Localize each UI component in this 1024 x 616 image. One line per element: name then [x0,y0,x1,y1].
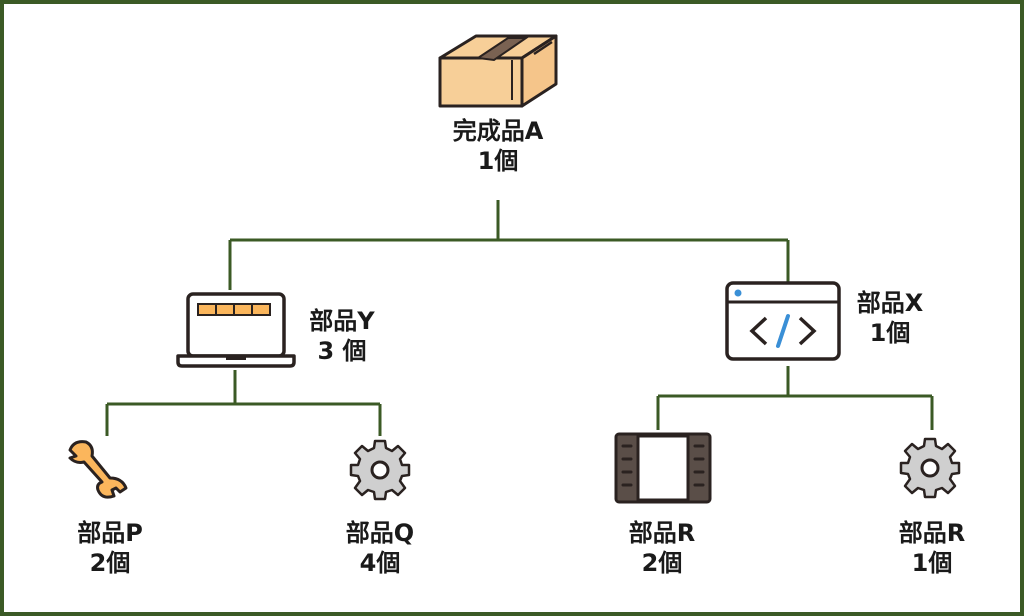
node-q-name: 部品Q [345,519,415,547]
node-r1-label: 部品R 2個 [612,518,712,578]
code-window-icon [725,281,841,361]
gear-icon [349,439,411,501]
cardboard-box-icon [438,34,558,108]
node-y-name: 部品Y [309,307,375,335]
node-r1-name: 部品R [628,519,696,547]
node-x-label: 部品X 1個 [838,288,942,348]
node-r1-qty: 2個 [641,549,683,577]
laptop-icon [176,292,296,368]
node-q-label: 部品Q 4個 [330,518,430,578]
node-x-name: 部品X [856,289,924,317]
node-y-label: 部品Y 3 個 [290,306,394,366]
node-x-qty: 1個 [869,319,911,347]
node-p-qty: 2個 [89,549,131,577]
node-r2-qty: 1個 [911,549,953,577]
node-p-name: 部品P [77,519,143,547]
wrench-icon [68,440,128,499]
node-r2-label: 部品R 1個 [882,518,982,578]
node-y-qty: 3 個 [317,337,367,365]
film-strip-icon [614,432,712,504]
gear-icon [899,437,961,499]
node-p-label: 部品P 2個 [60,518,160,578]
root-name: 完成品A [452,117,544,145]
node-q-qty: 4個 [359,549,401,577]
root-qty: 1個 [477,147,519,175]
root-node-label: 完成品A 1個 [398,116,598,176]
node-r2-name: 部品R [898,519,966,547]
